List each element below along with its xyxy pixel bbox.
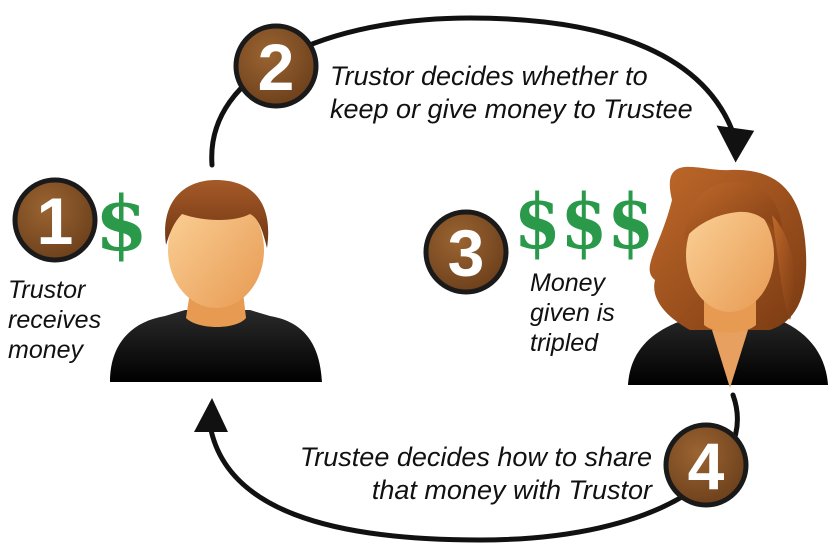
step-2-caption: Trustor decides whether to keep or give …	[330, 60, 693, 126]
step-1-line-3: money	[8, 336, 84, 364]
svg-text:1: 1	[37, 184, 74, 258]
step-4-caption: Trustee decides how to share that money …	[287, 441, 652, 507]
step-3-caption: Money given is tripled	[530, 268, 615, 358]
step-1-line-2: receives	[8, 306, 102, 334]
svg-text:2: 2	[258, 30, 295, 104]
step-4-badge: 4	[663, 422, 749, 508]
trustor-dollar-icon: $	[95, 179, 148, 268]
step-4-line-1: Trustee decides how to share	[299, 442, 652, 472]
step-1-caption: Trustor receives money	[8, 275, 101, 365]
step-2-line-2: keep or give money to Trustee	[330, 94, 693, 124]
step-1-line-1: Trustor	[8, 276, 86, 304]
step-3-badge: 3	[423, 209, 509, 295]
step-4-line-2: that money with Trustor	[371, 475, 652, 505]
svg-text:4: 4	[688, 429, 725, 503]
step-3-line-1: Money	[530, 269, 606, 297]
trustee-dollar-icon: $$$	[514, 177, 654, 266]
step-1-badge: 1	[12, 177, 98, 263]
arrow-trustor-to-trustee	[209, 15, 755, 168]
step-3-line-2: given is	[530, 299, 615, 327]
step-2-line-1: Trustor decides whether to	[330, 61, 648, 91]
svg-text:3: 3	[448, 216, 485, 290]
step-3-line-3: tripled	[530, 329, 599, 357]
male-person-icon	[110, 180, 322, 382]
step-2-badge: 2	[233, 23, 319, 109]
female-person-icon	[628, 166, 828, 388]
